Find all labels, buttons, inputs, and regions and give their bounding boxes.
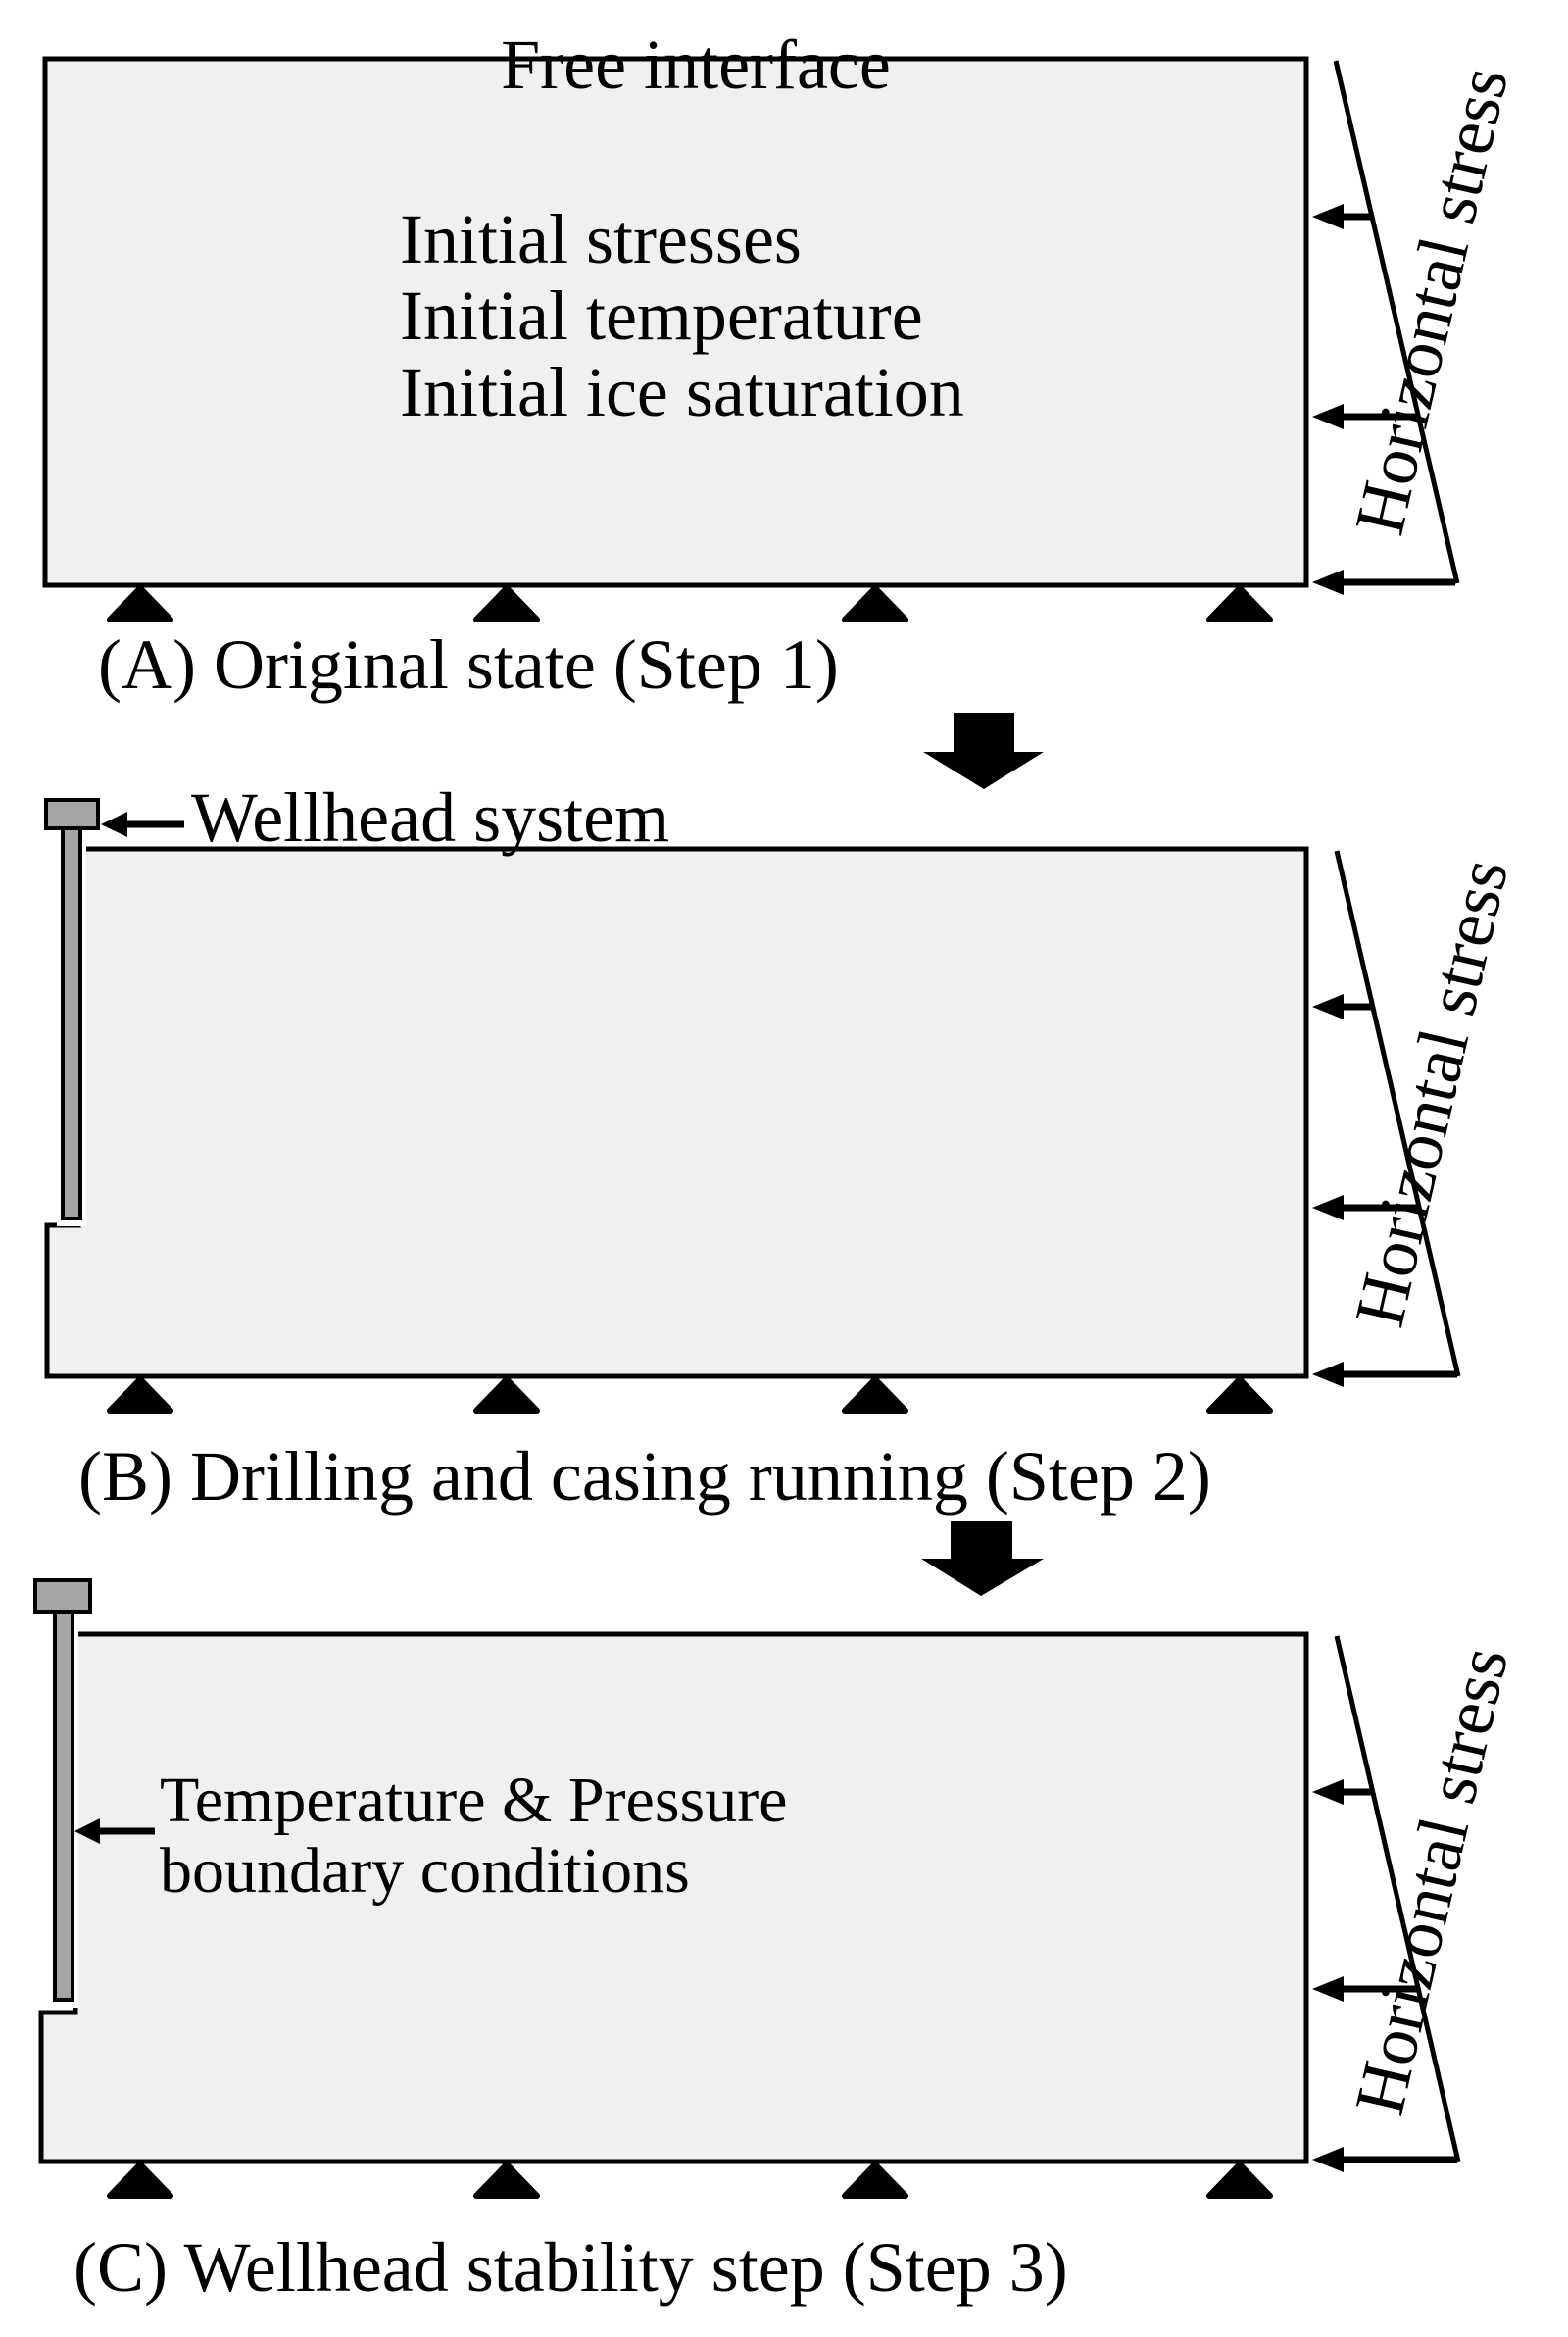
stress-a: Horizontal stress [1312,60,1523,595]
stress-arrow-icon [1312,1362,1457,1387]
caption-b: (B) Drilling and casing running (Step 2) [78,1437,1211,1516]
wellhead-casing [61,826,82,1220]
panel-a: Free interface Initial stresses Initial … [42,25,1523,704]
down-arrow-icon [923,713,1044,789]
down-arrow-icon [921,1521,1044,1596]
domain-box-a [42,56,1309,588]
free-interface-label: Free interface [501,25,891,104]
domain-box-b [44,846,1309,1379]
support-triangle-icon [1206,2162,1273,2199]
wellhead-callout: Wellhead system [101,778,669,857]
support-triangle-icon [842,2162,908,2199]
support-triangle-icon [107,585,173,622]
support-triangle-icon [1206,585,1273,622]
support-triangle-icon [107,2162,173,2199]
stress-arrow-icon [1312,2147,1457,2172]
horizontal-stress-label: Horizontal stress [1340,60,1523,541]
stress-gradient-line [1334,1635,1461,2163]
stress-arrow-icon [1312,1779,1374,1805]
supports-b [107,1376,1273,1414]
wellhead-system-label: Wellhead system [191,778,669,857]
support-triangle-icon [473,2162,540,2199]
caption-a: (A) Original state (Step 1) [98,625,839,704]
supports-a [107,585,1273,622]
stress-arrow-icon [1312,1976,1419,2002]
stress-arrow-icon [1312,570,1455,595]
boundary-condition-callout: Temperature & Pressure boundary conditio… [74,1765,787,1907]
wellhead-cap [33,1578,92,1614]
initial-temperature-label: Initial temperature [400,276,923,355]
bc-arrow-icon [74,1818,100,1844]
bc-label-line2: boundary conditions [160,1835,690,1907]
stress-gradient-line [1333,60,1460,584]
support-triangle-icon [1206,1376,1273,1414]
wellhead-casing [53,1610,74,2002]
panel-b: Wellhead system Horizontal stre [44,778,1523,1516]
wellhead-b [44,798,100,1226]
initial-stresses-label: Initial stresses [400,200,802,278]
wellhead-arrow-icon [101,812,127,837]
stress-c: Horizontal stress [1312,1635,1523,2172]
initial-ice-saturation-label: Initial ice saturation [400,353,964,431]
horizontal-stress-label: Horizontal stress [1340,852,1523,1333]
horizontal-stress-label: Horizontal stress [1340,1640,1523,2121]
wellhead-c [33,1578,92,2008]
stress-arrow-icon [1312,404,1418,429]
caption-c: (C) Wellhead stability step (Step 3) [74,2228,1068,2307]
bc-label-line1: Temperature & Pressure [160,1765,787,1836]
support-triangle-icon [473,585,540,622]
wellhead-cap [44,798,100,830]
supports-c [107,2162,1273,2199]
stress-b: Horizontal stress [1312,850,1523,1387]
panel-c: Temperature & Pressure boundary conditio… [33,1578,1523,2307]
support-triangle-icon [107,1376,173,1414]
stress-gradient-line [1334,850,1461,1377]
support-triangle-icon [473,1376,540,1414]
stress-arrow-icon [1312,994,1374,1019]
stress-arrow-icon [1312,204,1372,229]
support-triangle-icon [842,1376,908,1414]
domain-box-c [38,1631,1309,2164]
stress-arrow-icon [1312,1195,1420,1220]
support-triangle-icon [842,585,908,622]
